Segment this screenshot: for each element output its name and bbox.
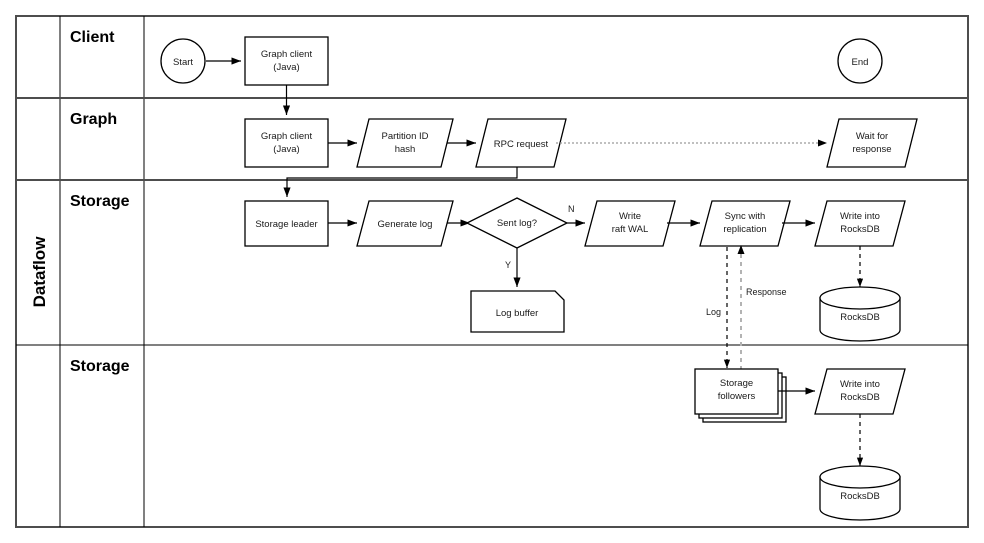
node-storage-followers[interactable]: Storage followers (694, 368, 787, 423)
node-sync-with-replication[interactable]: Sync with replication (699, 200, 791, 247)
lane-title-storage-follower: Storage (70, 358, 130, 375)
node-rocksdb-leader[interactable]: RocksDB (819, 286, 901, 342)
node-write-into-rocksdb-leader-line1: Write into (840, 211, 880, 222)
node-rpc-request-label: RPC request (494, 139, 549, 150)
edge-label-yes: Y (505, 260, 511, 270)
node-write-raft-wal-line2: raft WAL (612, 224, 649, 235)
node-generate-log-label: Generate log (378, 219, 433, 230)
node-storage-followers-line2: followers (718, 391, 756, 402)
node-write-into-rocksdb-follower-line1: Write into (840, 379, 880, 390)
edge-label-log: Log (706, 307, 721, 317)
edge-rpc-to-wait-arrowhead (818, 139, 827, 147)
node-wait-for-response[interactable]: Wait for response (826, 118, 918, 168)
node-partition-id-hash-line1: Partition ID (382, 131, 429, 142)
node-sync-with-replication-line1: Sync with (725, 211, 766, 222)
edge-response-arrowhead (737, 245, 745, 254)
node-rocksdb-follower-label: RocksDB (840, 491, 880, 502)
swimlane-frame (15, 15, 969, 528)
node-sync-with-replication-line2: replication (723, 224, 766, 235)
node-rpc-request[interactable]: RPC request (475, 118, 567, 168)
node-client-graph-client-line2: (Java) (273, 62, 299, 73)
node-log-buffer[interactable]: Log buffer (470, 290, 565, 333)
node-log-buffer-label: Log buffer (496, 308, 539, 319)
lane-title-client: Client (70, 29, 115, 46)
node-graph-graph-client-line1: Graph client (261, 131, 313, 142)
edge-label-response: Response (746, 287, 787, 297)
node-storage-leader-label: Storage leader (255, 219, 317, 230)
pool-title-dataflow: Dataflow (30, 236, 49, 308)
node-sent-log-decision-label: Sent log? (497, 218, 537, 229)
node-write-raft-wal[interactable]: Write raft WAL (584, 200, 676, 247)
node-end[interactable]: End (837, 38, 883, 84)
node-write-into-rocksdb-follower-line2: RocksDB (840, 392, 880, 403)
node-wait-for-response-line2: response (852, 144, 891, 155)
node-write-into-rocksdb-follower[interactable]: Write into RocksDB (814, 368, 906, 415)
node-start[interactable]: Start (160, 38, 206, 84)
node-start-label: Start (173, 57, 193, 68)
lane-title-storage-leader: Storage (70, 193, 130, 210)
node-write-into-rocksdb-leader[interactable]: Write into RocksDB (814, 200, 906, 247)
node-rocksdb-follower[interactable]: RocksDB (819, 465, 901, 521)
node-rocksdb-leader-label: RocksDB (840, 312, 880, 323)
node-client-graph-client-line1: Graph client (261, 49, 313, 60)
node-end-label: End (852, 57, 869, 68)
node-graph-graph-client[interactable]: Graph client (Java) (244, 118, 329, 168)
node-sent-log-decision[interactable]: Sent log? (465, 197, 569, 249)
node-wait-for-response-line1: Wait for (856, 131, 888, 142)
node-graph-graph-client-line2: (Java) (273, 144, 299, 155)
node-partition-id-hash-line2: hash (395, 144, 416, 155)
node-partition-id-hash[interactable]: Partition ID hash (356, 118, 454, 168)
node-storage-followers-line1: Storage (720, 378, 753, 389)
edge-rpc-to-storage-leader (283, 167, 518, 197)
node-write-raft-wal-line1: Write (619, 211, 641, 222)
node-generate-log[interactable]: Generate log (356, 200, 454, 247)
node-client-graph-client[interactable]: Graph client (Java) (244, 36, 329, 86)
node-storage-leader[interactable]: Storage leader (244, 200, 329, 247)
edge-label-no: N (568, 204, 575, 214)
node-write-into-rocksdb-leader-line2: RocksDB (840, 224, 880, 235)
lane-title-graph: Graph (70, 111, 117, 128)
